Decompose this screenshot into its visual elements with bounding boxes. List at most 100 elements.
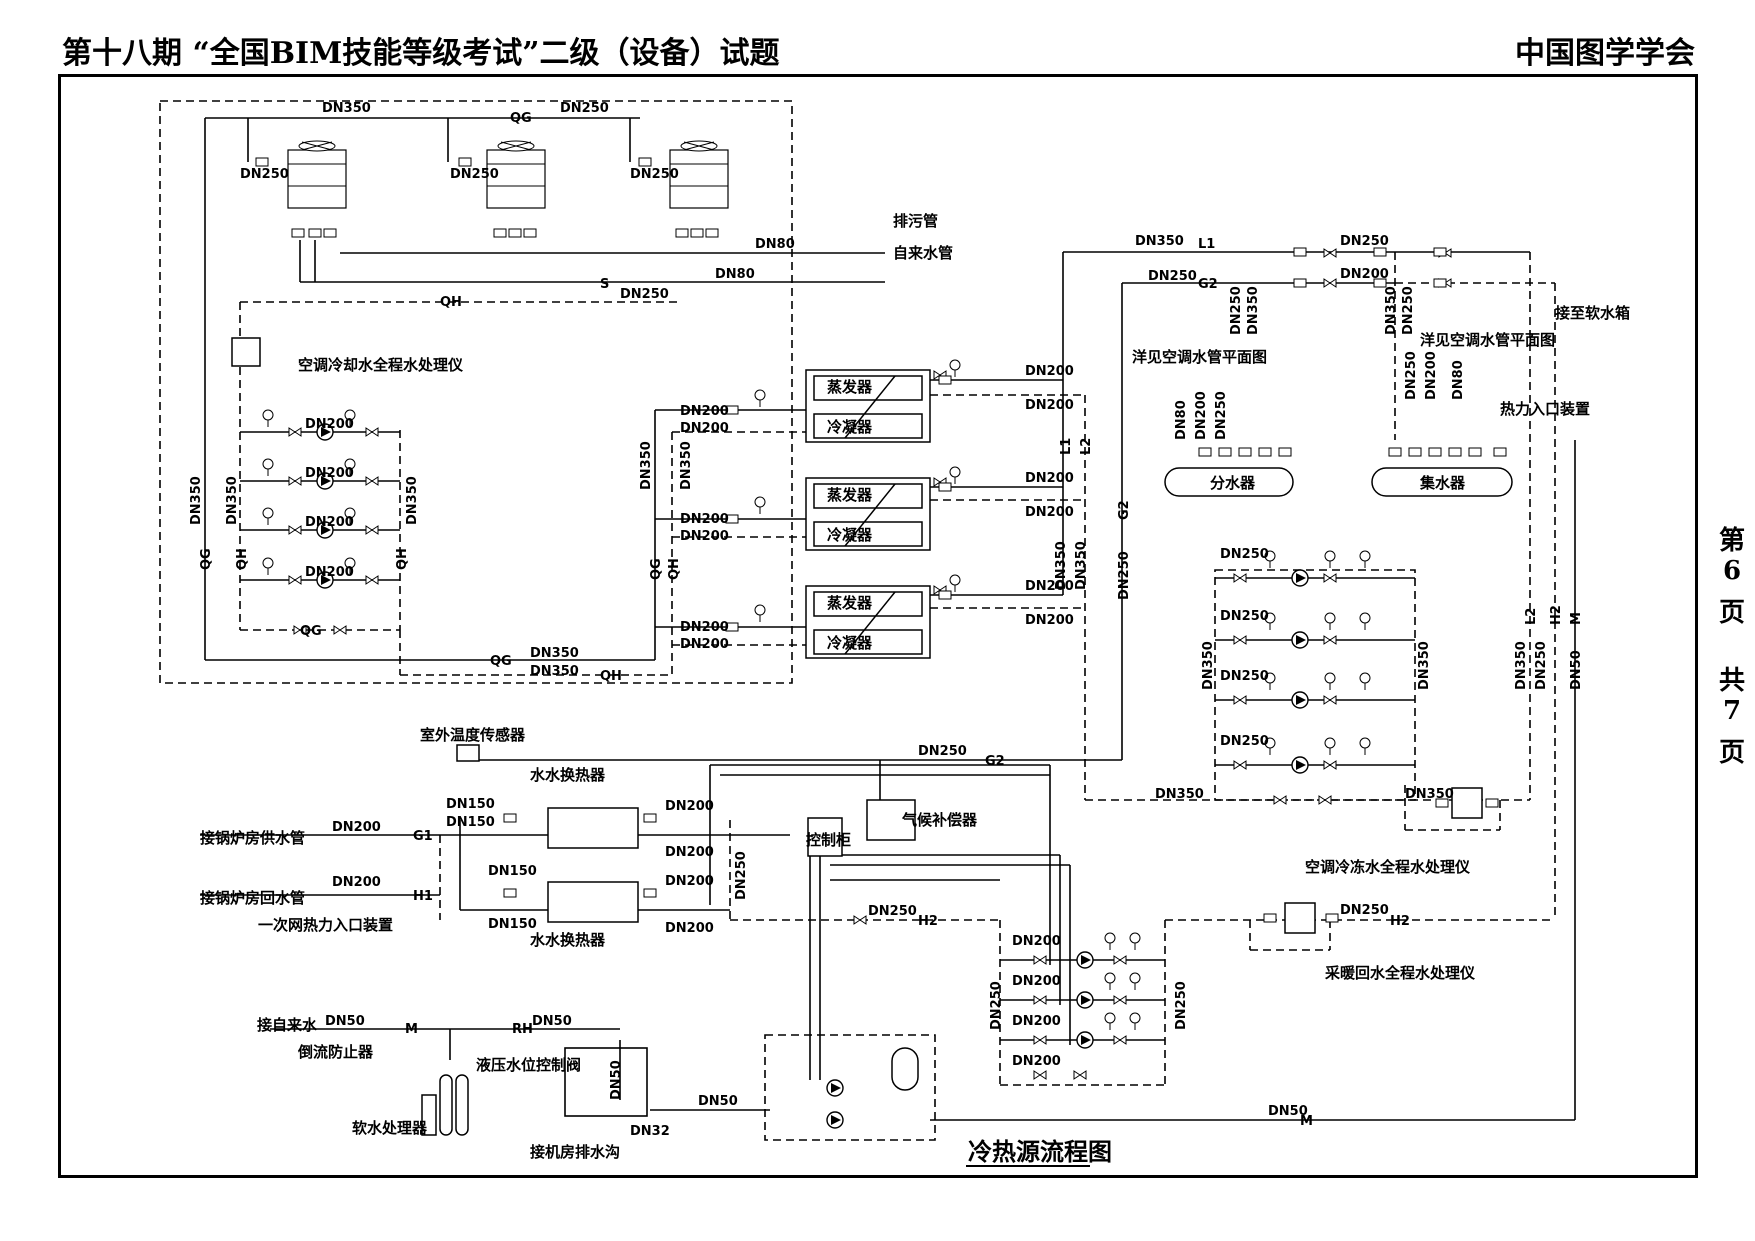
pipe-label: DN50 bbox=[325, 1014, 365, 1029]
pipe-label: G2 bbox=[1198, 277, 1218, 292]
diagram-title: 冷热源流程图 bbox=[968, 1138, 1112, 1166]
cooling-room-boundary bbox=[159, 100, 793, 684]
pipe-label: DN250 bbox=[1534, 641, 1549, 690]
pipe-label: DN350 bbox=[1054, 541, 1069, 590]
page-header-org: 中国图学学会 bbox=[1515, 36, 1695, 71]
pipe-label: DN200 bbox=[305, 417, 354, 432]
pipe-label: DN350 bbox=[1405, 787, 1454, 802]
pipe-label: DN250 bbox=[868, 904, 917, 919]
pipe-label: DN200 bbox=[332, 875, 381, 890]
pipe-label: DN150 bbox=[488, 864, 537, 879]
pipe-label: DN50 bbox=[698, 1094, 738, 1109]
pipe-label: DN200 bbox=[680, 404, 729, 419]
pipe-label: DN200 bbox=[665, 845, 714, 860]
pipe-label: DN150 bbox=[446, 815, 495, 830]
pipe-label: G2 bbox=[1117, 500, 1132, 520]
see-plan-label-2: 洋见空调水管平面图 bbox=[1420, 331, 1555, 349]
soft-water-label: 软水处理器 bbox=[352, 1119, 428, 1137]
cooling-treatment-label: 空调冷却水全程水处理仪 bbox=[298, 356, 464, 374]
pipe-label: DN250 bbox=[630, 167, 679, 182]
pipe-label: DN200 bbox=[1025, 613, 1074, 628]
pipe-label: DN250 bbox=[1220, 734, 1269, 749]
pipe-label: QG bbox=[199, 548, 214, 570]
pipe-label: G1 bbox=[413, 829, 433, 844]
pipe-label: DN250 bbox=[450, 167, 499, 182]
drain-pipe-label: 排污管 bbox=[893, 212, 938, 230]
pipe-label: DN200 bbox=[1340, 267, 1389, 282]
gauges bbox=[262, 359, 1371, 1031]
pipe-label: L2 bbox=[1524, 608, 1539, 625]
pipe-label: QH bbox=[395, 548, 410, 570]
chilled-treatment-label: 空调冷冻水全程水处理仪 bbox=[1305, 858, 1471, 876]
pipe-label: DN350 bbox=[639, 441, 654, 490]
pipe-label: L1 bbox=[1059, 438, 1074, 455]
tap-water-in-label: 接自来水 bbox=[257, 1016, 318, 1034]
pipe-label: DN200 bbox=[332, 820, 381, 835]
condenser-label-2: 冷凝器 bbox=[827, 526, 873, 544]
pipe-label: DN250 bbox=[1148, 269, 1197, 284]
tap-water-pipe-label: 自来水管 bbox=[893, 244, 953, 262]
pipe-label: DN350 bbox=[322, 101, 371, 116]
pipe-label: G2 bbox=[985, 754, 1005, 769]
return-header-label: 集水器 bbox=[1419, 474, 1466, 492]
pipe-label: H2 bbox=[1549, 605, 1564, 625]
pipe-label: H2 bbox=[1390, 914, 1410, 929]
cooling-tower-1 bbox=[287, 140, 347, 209]
pipe-label: QH bbox=[667, 558, 682, 580]
page-indicator-ye: 页 bbox=[1718, 598, 1745, 628]
pipe-label: DN200 bbox=[305, 466, 354, 481]
to-drain-label: 接机房排水沟 bbox=[530, 1143, 620, 1161]
backflow-preventer-label: 倒流防止器 bbox=[297, 1043, 374, 1061]
pipe-label: DN350 bbox=[1155, 787, 1204, 802]
pipe-label: QG bbox=[510, 111, 532, 126]
compensator-label: 气候补偿器 bbox=[901, 811, 978, 829]
pipe-label: DN200 bbox=[1424, 351, 1439, 400]
page-indicator-total: 7 bbox=[1722, 696, 1742, 726]
page-indicator-ye-end: 页 bbox=[1718, 738, 1745, 768]
supply-header-label: 分水器 bbox=[1210, 474, 1256, 492]
pipe-label: DN350 bbox=[405, 476, 420, 525]
page-indicator-di: 第 bbox=[1718, 526, 1745, 556]
pipe-label: DN50 bbox=[609, 1060, 624, 1100]
pipe-label: DN250 bbox=[734, 851, 749, 900]
pipe-label: DN250 bbox=[620, 287, 669, 302]
pipe-label: DN250 bbox=[1220, 669, 1269, 684]
pipe-label: H1 bbox=[413, 889, 433, 904]
pipe-label: DN200 bbox=[1025, 398, 1074, 413]
pipe-label: DN350 bbox=[1201, 641, 1216, 690]
pipe-label: DN350 bbox=[189, 476, 204, 525]
pipe-label: DN350 bbox=[225, 476, 240, 525]
pipe-label: DN80 bbox=[1451, 360, 1466, 400]
pipe-label: DN250 bbox=[989, 981, 1004, 1030]
pipe-label: DN50 bbox=[1268, 1104, 1308, 1119]
pipe-label: DN250 bbox=[1401, 286, 1416, 335]
pipe-label: DN32 bbox=[630, 1124, 670, 1139]
pipe-label: QH bbox=[600, 669, 622, 684]
page-indicator-current: 6 bbox=[1722, 556, 1742, 586]
pipe-label: L1 bbox=[1198, 237, 1215, 252]
pipe-label: DN250 bbox=[1117, 551, 1132, 600]
pipe-label: DN350 bbox=[1074, 541, 1089, 590]
heating-treatment-label: 采暖回水全程水处理仪 bbox=[1324, 964, 1476, 982]
pipe-label: DN150 bbox=[488, 917, 537, 932]
drawing-frame bbox=[58, 74, 1698, 1178]
pipe-label: RH bbox=[512, 1022, 533, 1037]
pipe-label: DN200 bbox=[1025, 471, 1074, 486]
to-soft-tank-label: 接至软水箱 bbox=[1555, 304, 1630, 322]
control-cabinet-label: 控制柜 bbox=[806, 831, 851, 849]
pipe-label: DN200 bbox=[1025, 364, 1074, 379]
boiler-supply-label: 接锅炉房供水管 bbox=[200, 829, 305, 847]
condenser-label-3: 冷凝器 bbox=[827, 634, 873, 652]
pipe-label: DN200 bbox=[1025, 505, 1074, 520]
pipe-label: DN350 bbox=[1417, 641, 1432, 690]
pipe-label: L2 bbox=[1079, 438, 1094, 455]
pipe-label: DN200 bbox=[305, 515, 354, 530]
heat-entry-label: 热力入口装置 bbox=[1500, 400, 1590, 418]
pipe-label: DN200 bbox=[680, 512, 729, 527]
evaporator-label-2: 蒸发器 bbox=[827, 486, 873, 504]
pipe-label: DN350 bbox=[1135, 234, 1184, 249]
pipe-label: DN350 bbox=[530, 664, 579, 679]
pipe-label: S bbox=[600, 277, 609, 292]
pipe-label: DN200 bbox=[665, 874, 714, 889]
